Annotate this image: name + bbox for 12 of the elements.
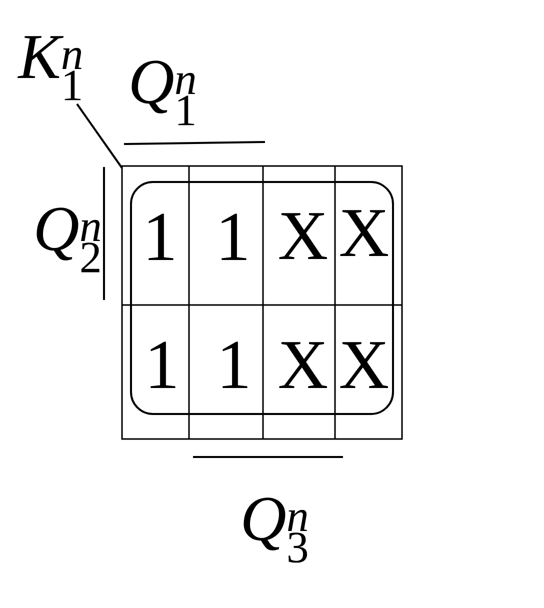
variable-label: $Q_1^n$ <box>132 60 195 126</box>
cell-value: X <box>340 210 388 256</box>
variable-label: $K_1^n$ <box>17 36 82 100</box>
cell-value: 1 <box>222 214 246 260</box>
variable-label: $Q_3^n$ <box>244 498 308 563</box>
cell-value: X <box>340 342 388 388</box>
cell-value: 1 <box>148 214 174 260</box>
variable-label: $Q_2^n$ <box>36 208 100 272</box>
cell-value: 1 <box>150 342 176 388</box>
cell-value: 1 <box>222 342 248 388</box>
cell-value: X <box>279 342 327 388</box>
cell-value: X <box>279 213 327 259</box>
